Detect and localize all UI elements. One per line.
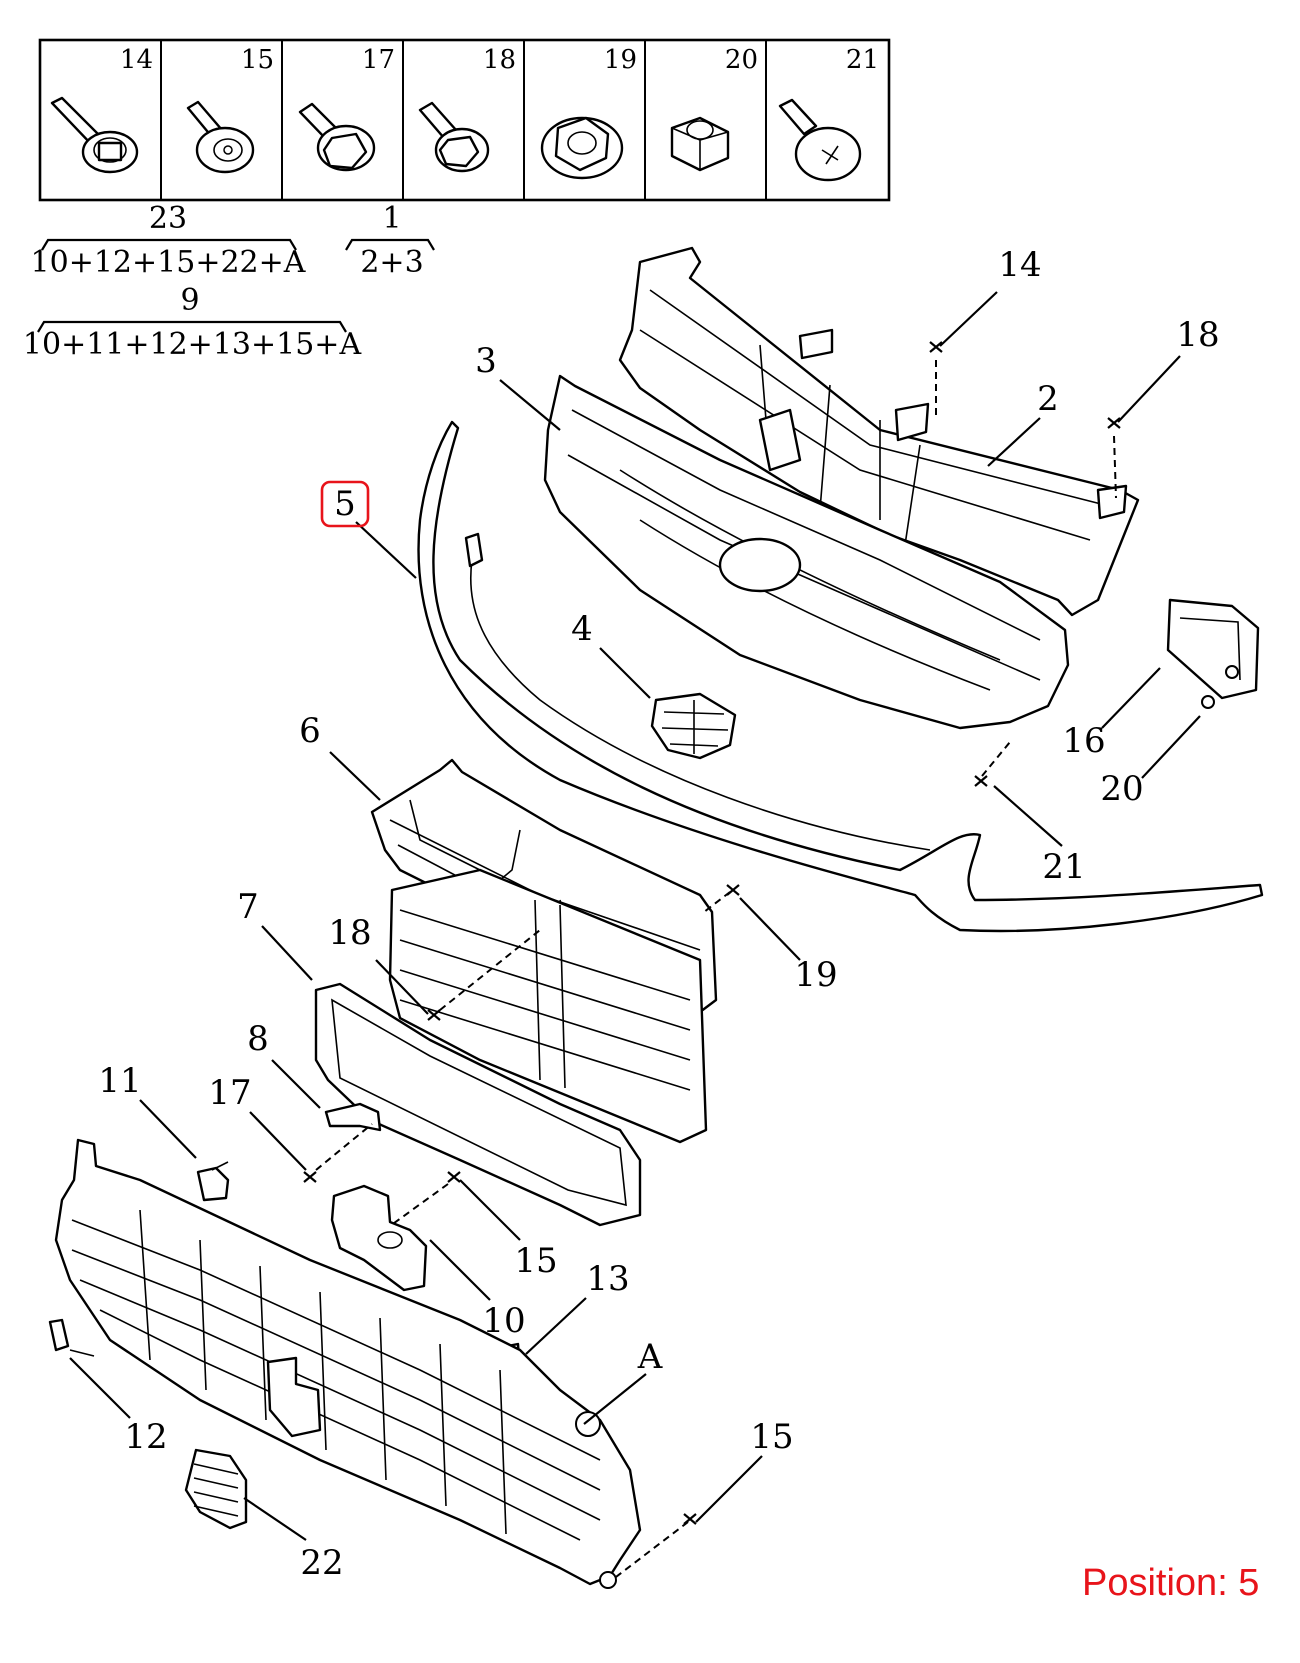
callout-5: 5 <box>334 484 356 524</box>
assembly-number: 23 <box>149 201 187 236</box>
callout-11: 11 <box>98 1061 141 1101</box>
callout-16: 16 <box>1062 721 1105 761</box>
hex-nut-icon <box>670 116 730 172</box>
tapping-screw-icon <box>778 98 862 182</box>
callout-6: 6 <box>299 711 321 751</box>
callout-13: 13 <box>586 1259 629 1299</box>
callout-17: 17 <box>208 1073 251 1113</box>
callout-3: 3 <box>475 341 497 381</box>
flange-nut-icon <box>540 116 624 180</box>
leader-lines <box>69 291 1215 1581</box>
callout-8: 8 <box>247 1019 269 1059</box>
callout-7: 7 <box>237 887 259 927</box>
side-bracket <box>1166 598 1260 700</box>
callout-15: 15 <box>514 1241 557 1281</box>
position-label: Position: 5 <box>1082 1562 1260 1604</box>
callout-labels: 14 18 3 2 5 4 16 20 6 21 7 18 19 8 11 17… <box>98 245 1219 1583</box>
highlighted-callout-5[interactable]: 5 <box>320 480 370 528</box>
assembly-formula: 10+11+12+13+15+A <box>23 327 362 362</box>
vent-insert <box>184 1448 248 1530</box>
assembly-formula: 10+12+15+22+A <box>31 245 306 280</box>
flange-bolt-icon <box>298 102 376 172</box>
hardware-number: 15 <box>241 45 274 75</box>
bolt-with-washer-icon <box>50 96 139 174</box>
callout-10: 10 <box>482 1301 525 1341</box>
hex-bolt-icon <box>418 101 490 173</box>
callout-12: 12 <box>124 1417 167 1457</box>
callout-21: 21 <box>1042 847 1085 887</box>
assembly-formula: 2+3 <box>360 245 423 280</box>
callout-4: 4 <box>571 609 593 649</box>
upper-grille-bracket <box>618 246 1140 617</box>
callout-20: 20 <box>1100 769 1143 809</box>
callout-A: A <box>637 1337 663 1377</box>
hardware-number: 20 <box>725 45 758 75</box>
grille-upper-shell <box>543 374 1070 730</box>
hardware-number: 19 <box>604 45 637 75</box>
assembly-number: 9 <box>180 283 199 318</box>
hardware-number: 17 <box>362 45 395 75</box>
bumper-mount-bracket <box>330 1184 428 1292</box>
retaining-clip <box>196 1161 230 1202</box>
assembly-number: 1 <box>382 201 401 236</box>
assembly-formulas: 23 10+12+15+22+A 1 2+3 9 10+11+12+13+15+… <box>23 201 435 362</box>
small-tab <box>48 1318 95 1357</box>
callout-18: 18 <box>1176 315 1219 355</box>
callout-22: 22 <box>300 1543 343 1583</box>
screw-with-washer-icon <box>186 100 255 174</box>
callout-15: 15 <box>750 1417 793 1457</box>
lower-grille-main <box>54 1138 642 1589</box>
highlight-box <box>320 480 370 528</box>
hardware-number: 18 <box>483 45 516 75</box>
callout-18: 18 <box>328 913 371 953</box>
hardware-table: 14 15 17 18 19 20 21 <box>38 38 891 202</box>
small-clip-bracket <box>324 1102 382 1132</box>
shutter-blade-assembly <box>388 868 708 1144</box>
callout-2: 2 <box>1037 379 1059 419</box>
chrome-trim-strip <box>417 420 1264 933</box>
emblem <box>650 692 737 760</box>
lower-seal-frame <box>314 982 642 1227</box>
callout-14: 14 <box>998 245 1041 285</box>
hardware-number: 14 <box>120 45 153 75</box>
callout-19: 19 <box>794 955 837 995</box>
hardware-number: 21 <box>846 45 879 75</box>
